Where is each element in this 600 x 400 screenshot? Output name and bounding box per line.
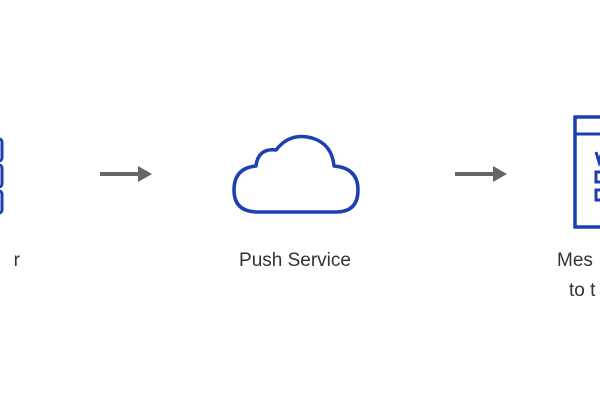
arrow-right-icon — [455, 166, 507, 182]
arrow-right-icon — [100, 166, 152, 182]
node-label-message-line1: Mes — [557, 250, 593, 271]
node-label-message-line2: to t — [569, 280, 596, 301]
browser-window-icon — [573, 115, 600, 229]
node-label-push-service: Push Service — [239, 250, 351, 271]
node-label-app-server: r — [13, 250, 20, 271]
cloud-icon — [232, 134, 360, 214]
server-icon — [0, 137, 4, 215]
